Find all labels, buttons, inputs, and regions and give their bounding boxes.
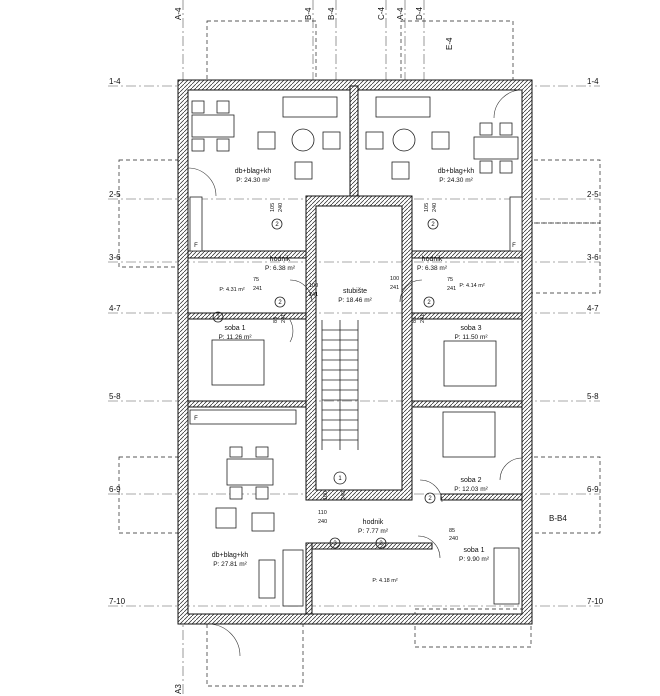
dim-2: 240 (278, 203, 284, 212)
dim-18: 240 (341, 491, 347, 500)
room-name-hall-lower: hodnik (363, 519, 384, 526)
room-area-hall-left: P: 6.38 m² (265, 265, 296, 272)
room-name-hall-right: hodnik (422, 256, 443, 263)
grid-row-label-4: 4-7 (109, 304, 121, 313)
mark-h: 3 (333, 541, 337, 547)
dim-7: 100 (390, 276, 399, 282)
grid-top-label-5: A-4 (396, 7, 405, 20)
room-name-bedroom-3: soba 3 (460, 325, 481, 332)
grid-row-label-2: 2-5 (109, 190, 121, 199)
dim-15: 85 (412, 317, 418, 323)
bathroom-labels: P: 4.31 m² P: 4.14 m² P: 4.18 m² (219, 283, 485, 584)
dim-22: 240 (449, 536, 458, 542)
mark-a: 2 (275, 222, 279, 228)
inner-walls (187, 85, 523, 615)
dim-12: 241 (447, 286, 456, 292)
mark-i: 3 (379, 541, 383, 547)
dimension-labels: 105 240 105 240 100 241 100 241 75 241 7… (253, 203, 458, 542)
room-area-kitchen-lower: P: 27.81 m² (213, 561, 247, 568)
dim-3: 105 (424, 203, 430, 212)
doors (187, 89, 523, 657)
dim-17: 100 (323, 491, 329, 500)
grid-row-label-7: 7-10 (109, 597, 126, 606)
room-area-hall-lower: P: 7.77 m² (358, 528, 389, 535)
dim-16: 241 (420, 314, 426, 323)
room-area-bedroom-2: P: 12.03 m² (454, 486, 488, 493)
dim-13: 85 (273, 317, 279, 323)
dim-4: 240 (432, 203, 438, 212)
stairs (321, 320, 359, 450)
dim-19: 110 (318, 510, 327, 516)
mark-f: 2 (428, 496, 432, 502)
grid-row-label-4-right: 4-7 (587, 304, 599, 313)
room-labels: db+blag+kh P: 24.30 m² db+blag+kh P: 24.… (212, 168, 490, 568)
room-area-bedroom-left: P: 11.26 m² (218, 334, 252, 341)
mark-d: 2 (427, 300, 431, 306)
room-area-hall-right: P: 6.38 m² (417, 265, 448, 272)
grid-bottom-label: A3 (174, 684, 183, 694)
room-name-stairwell: stubište (343, 288, 367, 295)
grid-row-label-6-right: 6-9 (587, 485, 599, 494)
circle-marks: 2 2 2 2 2 2 1 3 3 F F F (194, 218, 516, 549)
grid-row-label-5: 5-8 (109, 392, 121, 401)
room-name-bedroom-2: soba 2 (460, 477, 481, 484)
grid-labels: 1-4 1-4 2-5 2-5 3-6 3-6 4-7 4-7 5-8 5-8 … (109, 7, 604, 694)
grid-top-label-1: A-4 (174, 7, 183, 20)
dim-20: 240 (318, 519, 327, 525)
grid-row-label-5-right: 5-8 (587, 392, 599, 401)
section-mark-b: B-B4 (549, 514, 567, 523)
room-area-stairwell: P: 18.46 m² (338, 297, 372, 304)
mark-g: 1 (338, 476, 342, 482)
mark-f3: F (194, 416, 198, 422)
room-name-bedroom-left: soba 1 (224, 325, 245, 332)
grid-top-label-4: C-4 (377, 7, 386, 20)
dim-6: 241 (309, 292, 318, 298)
room-area-kitchen-left: P: 24.30 m² (236, 177, 270, 184)
mark-b: 2 (431, 222, 435, 228)
mark-f2: F (512, 243, 516, 249)
section-mark-e: E-4 (445, 37, 454, 50)
bath-area-left: P: 4.31 m² (219, 287, 245, 293)
outer-walls (177, 79, 533, 625)
dim-21: 85 (449, 528, 455, 534)
grid-row-label-1-right: 1-4 (587, 77, 599, 86)
grid-row-label-3-right: 3-6 (587, 253, 599, 262)
room-name-kitchen-lower: db+blag+kh (212, 552, 249, 559)
dim-10: 241 (253, 286, 262, 292)
mark-f1: F (194, 243, 198, 249)
dim-11: 75 (447, 277, 453, 283)
room-area-bedroom-3: P: 11.50 m² (454, 334, 488, 341)
grid-row-label-6: 6-9 (109, 485, 121, 494)
grid-top-label-3: B-4 (327, 7, 336, 20)
room-name-kitchen-left: db+blag+kh (235, 168, 272, 175)
bath-area-right: P: 4.14 m² (459, 283, 485, 289)
room-name-hall-left: hodnik (270, 256, 291, 263)
dim-8: 241 (390, 285, 399, 291)
grid-row-label-2-right: 2-5 (587, 190, 599, 199)
bath-area-lower: P: 4.18 m² (372, 578, 398, 584)
room-name-kitchen-right: db+blag+kh (438, 168, 475, 175)
furniture (189, 96, 523, 607)
mark-e: 2 (216, 315, 220, 321)
grid-top-label-6: D-4 (415, 7, 424, 20)
room-name-bedroom-lower: soba 1 (463, 547, 484, 554)
grid-top-label-2: B-4 (304, 7, 313, 20)
dim-1: 105 (270, 203, 276, 212)
dim-9: 75 (253, 277, 259, 283)
room-area-kitchen-right: P: 24.30 m² (439, 177, 473, 184)
mark-c: 2 (278, 300, 282, 306)
dim-5: 100 (309, 283, 318, 289)
grid-row-label-3: 3-6 (109, 253, 121, 262)
grid-row-label-1: 1-4 (109, 77, 121, 86)
room-area-bedroom-lower: P: 9.90 m² (459, 556, 490, 563)
grid-row-label-7-right: 7-10 (587, 597, 604, 606)
dim-14: 241 (281, 314, 287, 323)
